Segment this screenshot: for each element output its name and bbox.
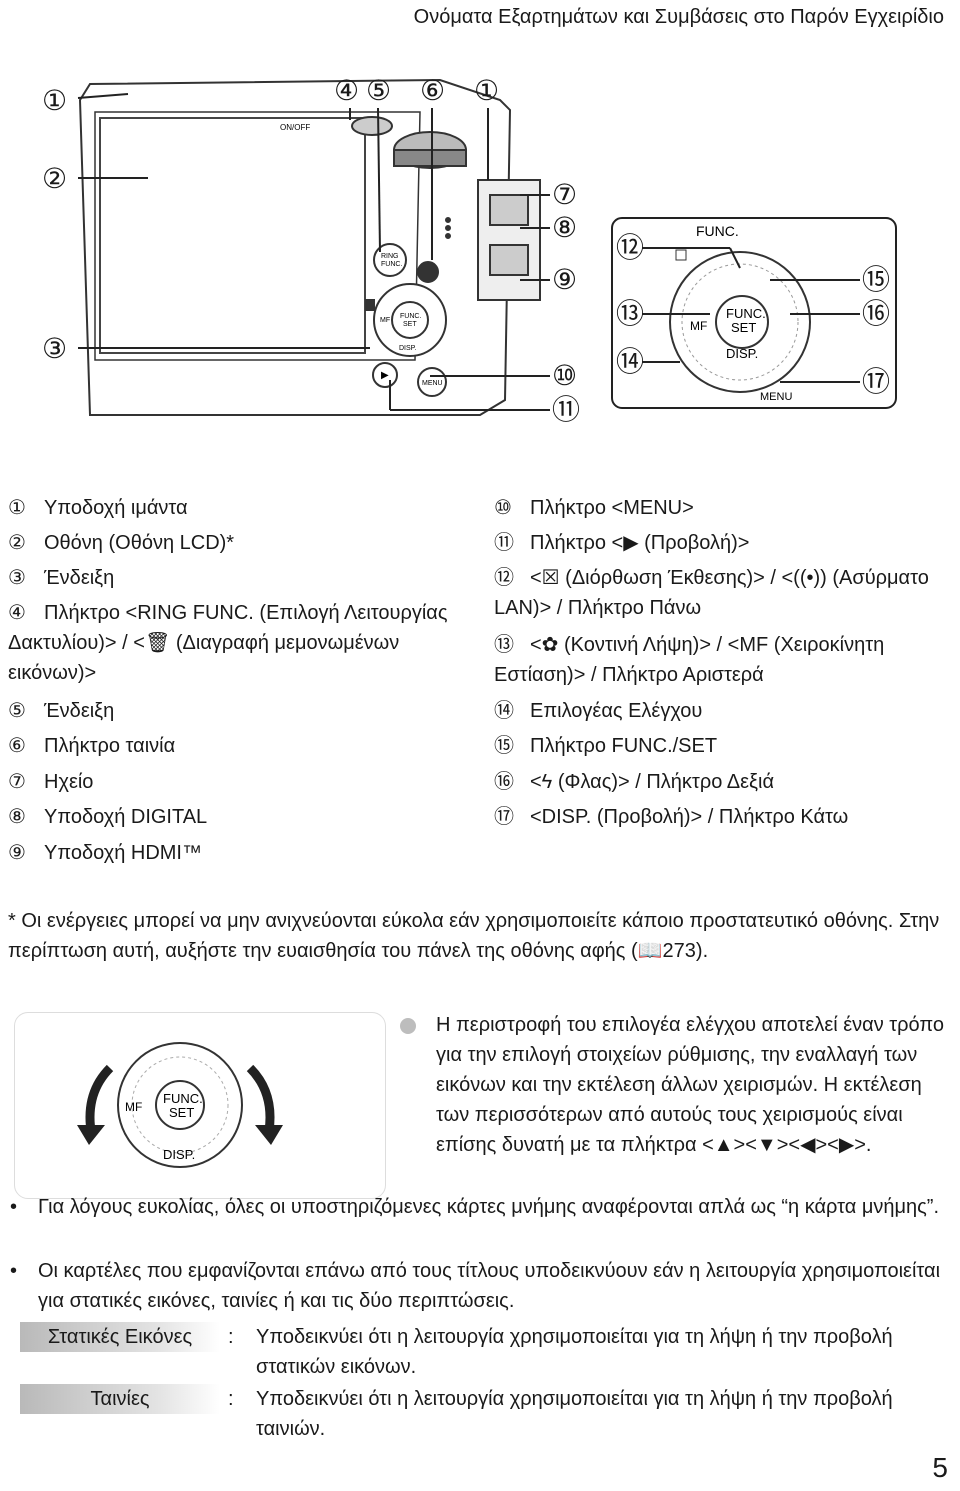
callout-15: ⑮: [862, 264, 891, 295]
legend-item: ⑫<☒ (Διόρθωση Έκθεσης)> / <((•)) (Ασύρμα…: [494, 567, 929, 619]
callout-11: ⑪: [552, 394, 581, 425]
svg-text:FUNC.: FUNC.: [696, 223, 739, 239]
callout-12: ⑫: [616, 232, 645, 263]
tag-movies: Ταινίες: [20, 1384, 220, 1414]
control-dial-svg: FUNC. SET DISP. MF: [77, 1042, 283, 1168]
svg-text:FUNC.: FUNC.: [726, 306, 766, 321]
tag-description: Υποδεικνύει ότι η λειτουργία χρησιμοποιε…: [256, 1326, 893, 1378]
callout-14: ⑭: [616, 346, 645, 377]
zoom-leaders: [642, 247, 860, 383]
leader-lines: [77, 93, 550, 411]
bullet-item: •Για λόγους ευκολίας, όλες οι υποστηριζό…: [10, 1196, 940, 1218]
svg-text:▶: ▶: [381, 370, 389, 381]
svg-text:SET: SET: [731, 320, 756, 335]
dial-note: Η περιστροφή του επιλογέα ελέγχου αποτελ…: [400, 1010, 946, 1160]
tag-colon: :: [228, 1388, 234, 1410]
page-number: 5: [932, 1452, 948, 1483]
menu-text: MENU: [422, 380, 443, 387]
legend-item: ⑯<ϟ (Φλας)> / Πλήκτρο Δεξιά: [494, 771, 775, 793]
callout-1-left: ①: [42, 85, 68, 116]
callout-8: ⑧: [552, 212, 578, 243]
svg-text:FUNC.: FUNC.: [163, 1091, 203, 1106]
camera-figure: ON/OFF RING FUNC. FUNC. SET DISP. MENU M…: [0, 60, 960, 480]
legend-item: ⑰<DISP. (Προβολή)> / Πλήκτρο Κάτω: [494, 806, 849, 828]
svg-text:DISP.: DISP.: [726, 346, 758, 361]
callout-10: ⑩: [552, 360, 578, 391]
disp-text: DISP.: [399, 345, 416, 352]
callout-4: ④: [334, 75, 360, 106]
bullet-item: •Οι καρτέλες που εμφανίζονται επάνω από …: [10, 1260, 941, 1312]
callout-9: ⑨: [552, 264, 578, 295]
page-header: Ονόματα Εξαρτημάτων και Συμβάσεις στο Πα…: [413, 6, 944, 28]
callout-6: ⑥: [420, 75, 446, 106]
zoom-inset: FUNC. SET FUNC. MF DISP. MENU: [611, 217, 897, 409]
svg-text:MF: MF: [125, 1100, 142, 1114]
footnote: * Οι ενέργειες μπορεί να μην ανιχνεύοντα…: [8, 910, 940, 962]
camera-illustration: ON/OFF RING FUNC. FUNC. SET DISP. MENU M…: [77, 78, 897, 416]
tag-still-images: Στατικές Εικόνες: [20, 1322, 220, 1352]
camera-body: [78, 78, 541, 416]
svg-text:FUNC.: FUNC.: [381, 261, 402, 268]
svg-text:SET: SET: [169, 1105, 194, 1120]
mf-text: MF: [380, 317, 390, 324]
callout-13: ⑬: [616, 298, 645, 329]
svg-text:DISP.: DISP.: [163, 1147, 195, 1162]
tag-description: Υποδεικνύει ότι η λειτουργία χρησιμοποιε…: [256, 1388, 893, 1440]
svg-text:SET: SET: [403, 321, 417, 328]
onoff-text: ON/OFF: [280, 123, 310, 132]
tag-colon: :: [228, 1326, 234, 1348]
legend-item: ⑬<✿ (Κοντινή Λήψη)> / <MF (Χειροκίνητη Ε…: [494, 634, 885, 686]
callout-2: ②: [42, 163, 68, 194]
callout-16: ⑯: [862, 298, 891, 329]
callout-1-top: ①: [474, 75, 500, 106]
callout-7: ⑦: [552, 179, 578, 210]
ring-func-text: RING: [381, 253, 399, 260]
svg-text:MF: MF: [690, 319, 707, 333]
dial-illustration: FUNC. SET DISP. MF: [14, 1012, 386, 1199]
callout-3: ③: [42, 333, 68, 364]
func-set-text: FUNC.: [400, 313, 421, 320]
callout-5: ⑤: [366, 75, 392, 106]
svg-text:MENU: MENU: [760, 391, 792, 403]
bullet-dot: [400, 1018, 416, 1034]
callout-17: ⑰: [862, 366, 891, 397]
